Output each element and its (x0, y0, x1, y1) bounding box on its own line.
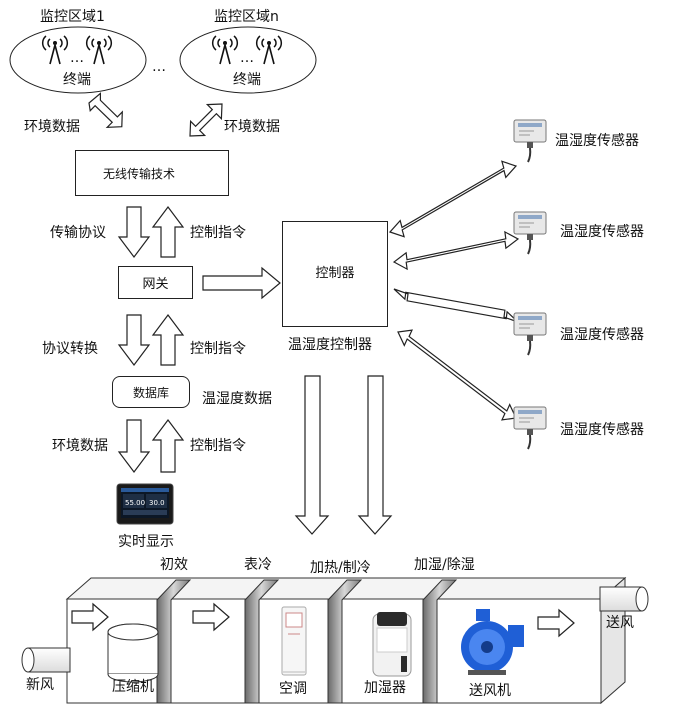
aircon-label: 空调 (279, 681, 307, 697)
filter-primary (156, 579, 192, 704)
arrow-controller-sensor-1 (388, 160, 518, 238)
controller-node: 控制器 (282, 221, 388, 327)
th-controller-label: 温湿度控制器 (288, 337, 372, 353)
arrow-down-wireless-gateway (117, 206, 151, 258)
arrow-zonen-wireless (189, 103, 223, 137)
gateway-node-label: 网关 (142, 277, 169, 292)
fresh-air-label: 新风 (26, 677, 54, 693)
humidifier-icon (372, 612, 412, 677)
control-cmd-label-2: 控制指令 (190, 341, 246, 357)
stage-primary-label: 初效 (160, 557, 188, 573)
stage-heat-cool-label: 加热/制冷 (310, 560, 371, 576)
arrow-down-database-display (117, 419, 151, 473)
database-node-label: 数据库 (132, 385, 169, 400)
blower-label: 送风机 (469, 683, 511, 699)
arrow-up-database-gateway (151, 314, 185, 366)
sensor-icon (513, 312, 547, 356)
sensor-label-3: 温湿度传感器 (560, 327, 644, 343)
protocol-convert-label: 协议转换 (42, 341, 98, 357)
zone-1-ellipsis: … (70, 50, 84, 66)
arrow-up-display-database (151, 419, 185, 473)
zone-1-ellipse (9, 26, 147, 94)
module-humidify (422, 579, 458, 704)
compressor-label: 压缩机 (112, 679, 154, 695)
zone-n-ellipsis: … (240, 50, 254, 66)
sensor-icon (513, 211, 547, 255)
arrow-zone1-wireless (88, 92, 123, 128)
display-value-2: 30.0 (149, 499, 165, 507)
stage-humidify-label: 加湿/除湿 (414, 557, 475, 573)
antenna-icon (255, 35, 283, 65)
coil-surface-cool (244, 579, 280, 704)
flow-arrow-1 (71, 602, 109, 632)
arrow-down-gateway-database (117, 314, 151, 366)
database-node: 数据库 (112, 376, 190, 408)
wireless-node: 无线传输技术 (75, 150, 229, 196)
zones-gap-ellipsis: … (152, 59, 166, 75)
th-data-label: 温湿度数据 (202, 391, 272, 407)
sensor-icon (513, 406, 547, 450)
coil-heat-cool (327, 579, 363, 704)
arrow-gateway-controller (202, 266, 281, 300)
flow-arrow-3 (537, 608, 575, 638)
wireless-node-label: 无线传输技术 (102, 166, 175, 181)
flow-arrow-2 (192, 602, 230, 632)
sensor-label-4: 温湿度传感器 (560, 422, 644, 438)
sensor-label-2: 温湿度传感器 (560, 224, 644, 240)
transfer-protocol-label: 传输协议 (50, 225, 106, 241)
supply-air-label: 送风 (606, 615, 634, 631)
env-data-label-right: 环境数据 (224, 119, 280, 135)
antenna-icon (85, 35, 113, 65)
supply-air-pipe (599, 586, 649, 612)
gateway-node: 网关 (118, 266, 193, 299)
arrow-controller-sensor-2 (392, 230, 520, 271)
realtime-label: 实时显示 (118, 534, 174, 550)
sensor-icon (513, 119, 547, 163)
controller-node-label: 控制器 (315, 265, 355, 281)
display-value-1: 55.00 (125, 499, 145, 507)
antenna-icon (41, 35, 69, 65)
arrow-controller-ahu-2 (357, 375, 393, 535)
antenna-icon (211, 35, 239, 65)
terminal-label-n: 终端 (233, 72, 261, 88)
zone-n-label: 监控区域n (214, 9, 279, 25)
zone-1-label: 监控区域1 (40, 9, 105, 25)
humidifier-label: 加湿器 (364, 680, 406, 696)
fresh-air-pipe (21, 647, 71, 673)
display-panel-icon (116, 483, 174, 525)
sensor-label-1: 温湿度传感器 (555, 133, 639, 149)
stage-surface-cool-label: 表冷 (244, 557, 272, 573)
arrow-controller-sensor-4 (397, 329, 517, 421)
zone-n-ellipse (179, 26, 317, 94)
env-data-label-left: 环境数据 (24, 119, 80, 135)
control-cmd-label-3: 控制指令 (190, 438, 246, 454)
env-data-label-bottom: 环境数据 (52, 438, 108, 454)
compressor-icon (107, 623, 159, 683)
aircon-icon (281, 606, 307, 676)
arrow-controller-sensor-3 (393, 288, 519, 323)
arrow-up-gateway-wireless (151, 206, 185, 258)
control-cmd-label-1: 控制指令 (190, 225, 246, 241)
terminal-label-1: 终端 (63, 72, 91, 88)
blower-icon (461, 609, 524, 675)
arrow-controller-ahu-1 (294, 375, 330, 535)
